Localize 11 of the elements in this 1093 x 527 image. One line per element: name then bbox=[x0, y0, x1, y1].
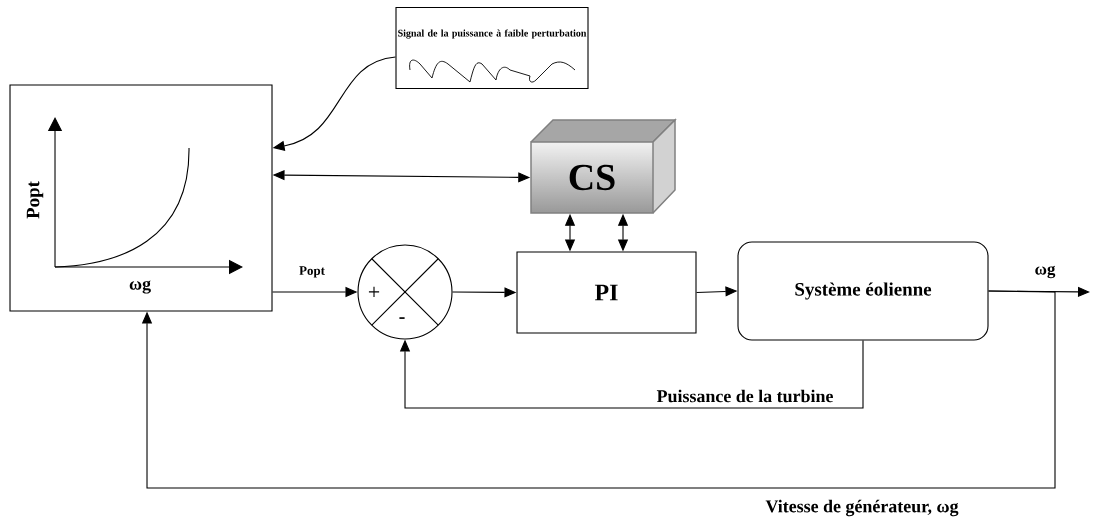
signal-box: Signal de la puissance à faible perturbation bbox=[395, 6, 589, 90]
edge-label: Vitesse de générateur, ωg bbox=[764, 498, 960, 518]
system-box: Système éolienne bbox=[737, 241, 989, 341]
summing-junction: + - bbox=[357, 244, 453, 340]
edge-label: ωg bbox=[1033, 264, 1057, 280]
characteristic-box: Popt ωg bbox=[9, 84, 273, 312]
edge-label: Popt bbox=[298, 265, 326, 279]
edge-label: Puissance de la turbine bbox=[655, 388, 835, 404]
arrow bbox=[141, 290, 1056, 489]
controller-box: PI bbox=[516, 251, 697, 334]
cs-block: CS bbox=[530, 118, 677, 214]
